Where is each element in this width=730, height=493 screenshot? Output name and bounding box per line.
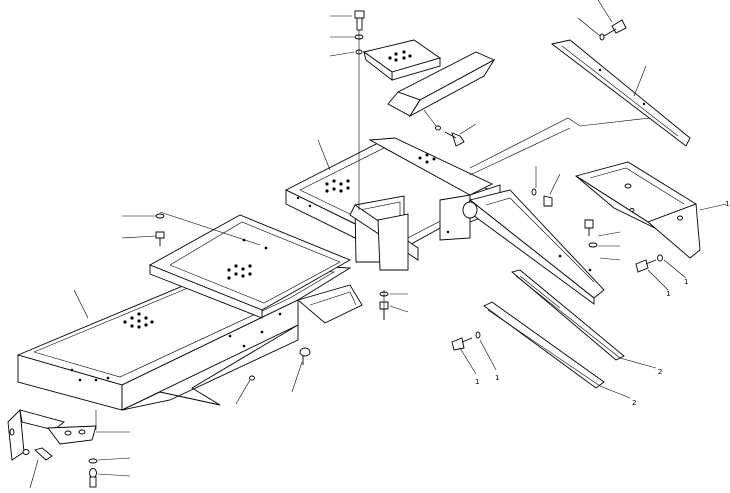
seal-strip-upper: [511, 269, 625, 361]
callout-bottom-bolt-2: 1: [495, 374, 499, 382]
right-diagonal-cover: [462, 189, 605, 305]
right-cover-panel: [574, 161, 701, 259]
callout-bottom-bolt-1: 1: [475, 378, 479, 386]
left-floor-frame: [16, 214, 363, 411]
callout-right-cover-1: 1: [666, 290, 670, 298]
fasteners: [155, 10, 663, 351]
hole-pattern-left: [70, 238, 282, 382]
callout-top-right-end: 1: [725, 200, 729, 208]
callout-labels: 1 1 1 1 1 2 2: [475, 200, 729, 407]
hole-pattern-center: [296, 153, 450, 234]
callout-strip-2: 2: [632, 399, 636, 407]
callout-right-cover-2: 1: [684, 278, 688, 286]
center-upper-frame: [284, 137, 501, 271]
top-angle-bar: [387, 51, 496, 118]
leader-lines: [29, 0, 727, 489]
pin-fitting: [249, 347, 311, 381]
seal-strip-lower: [483, 301, 605, 389]
top-right-strip: [550, 39, 691, 147]
callout-strip-1: 2: [658, 368, 662, 376]
top-mounting-plate: [362, 39, 442, 81]
bottom-left-bracket: [7, 409, 98, 488]
